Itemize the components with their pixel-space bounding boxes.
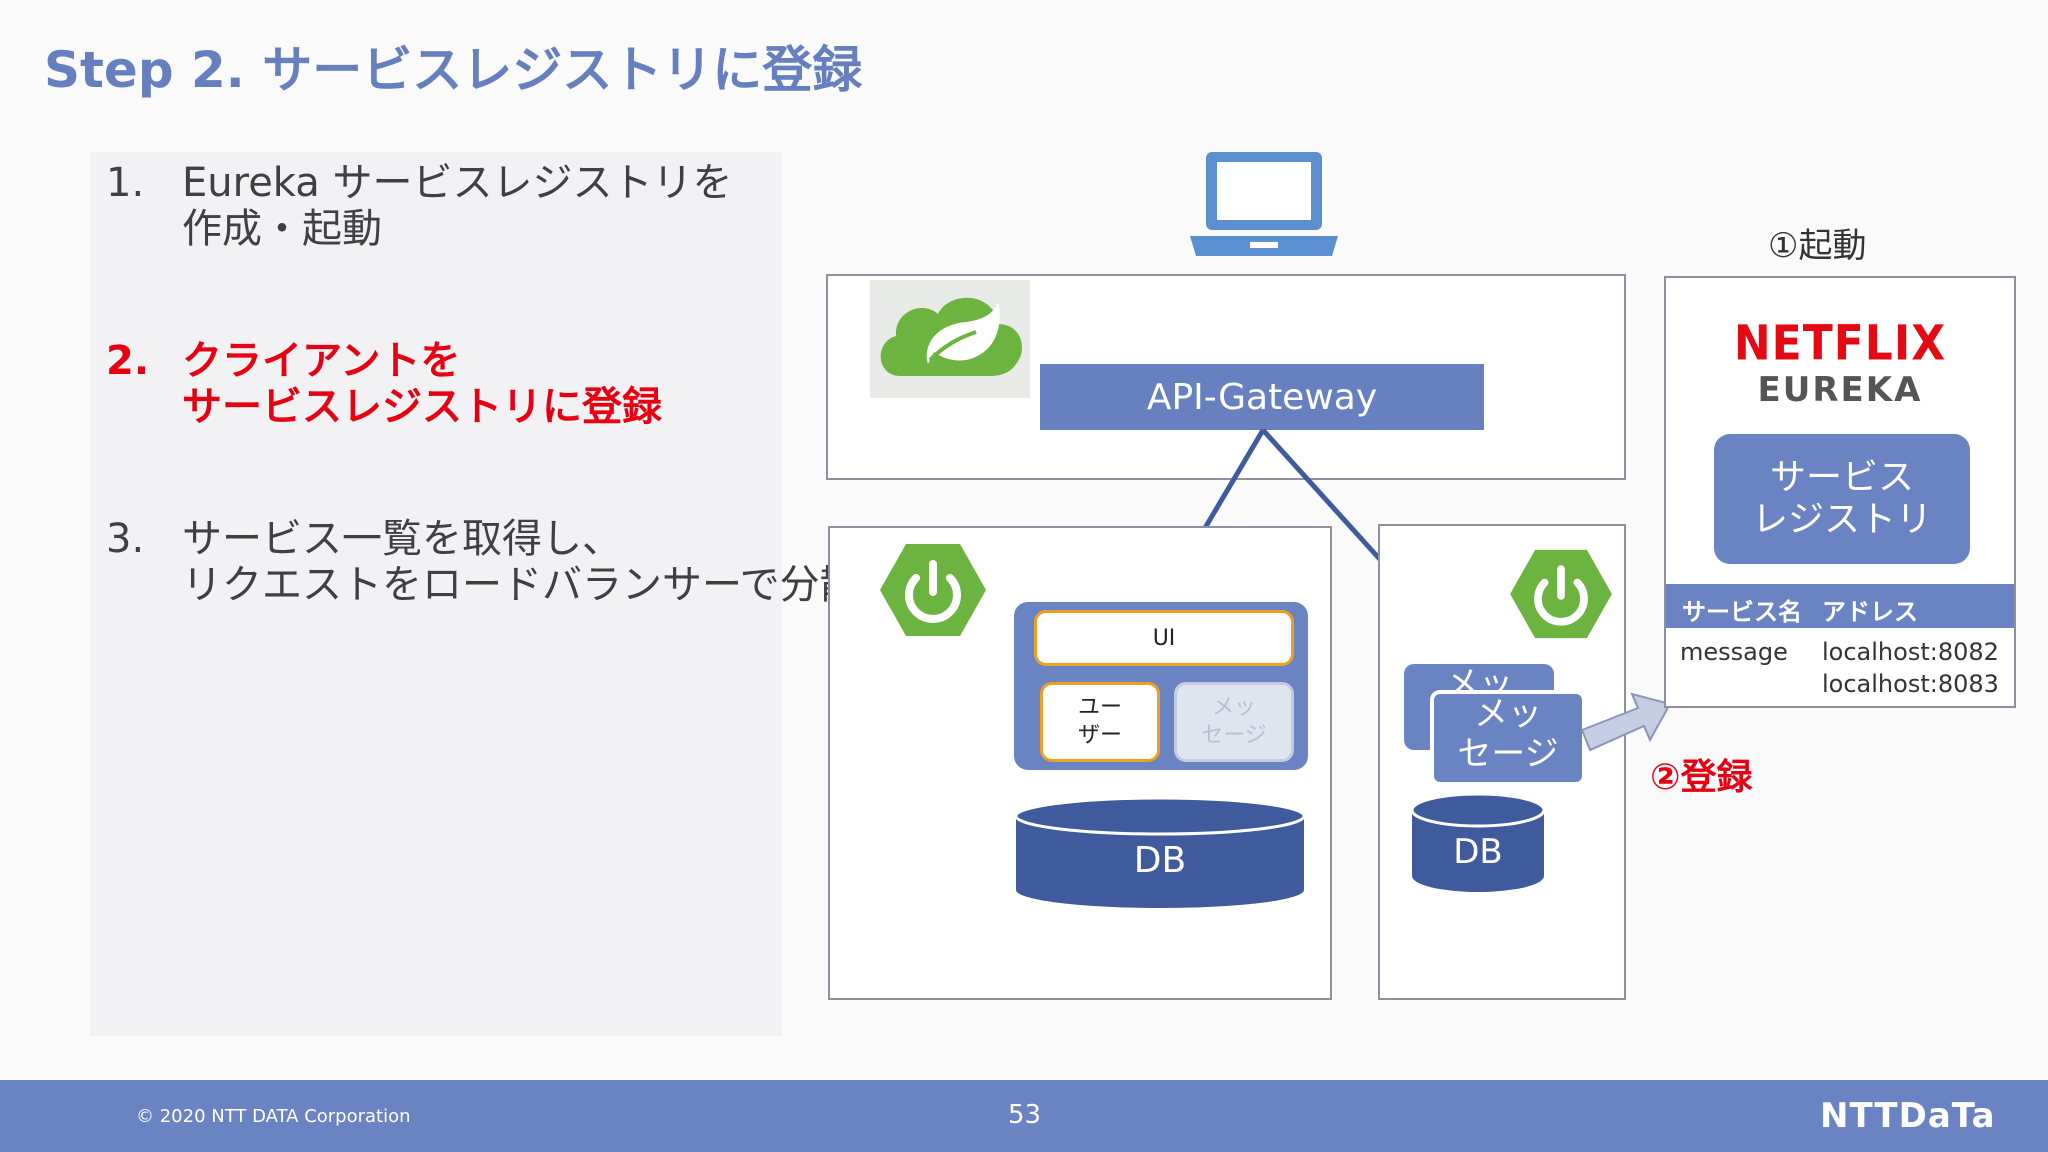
spring-cloud-icon — [870, 280, 1030, 398]
registry-service-cell: message — [1680, 638, 1788, 666]
message-front-line2: セージ — [1457, 734, 1559, 774]
service-registry-box: サービス レジストリ — [1714, 434, 1970, 564]
spring-boot-icon — [880, 544, 986, 636]
registry-address-2: localhost:8083 — [1822, 670, 1999, 698]
register-label: ②登録 — [1650, 757, 1753, 798]
step-3-number: 3. — [106, 516, 145, 562]
registry-table-header: サービス名 アドレス — [1666, 584, 2014, 628]
user-card: ユー ザー — [1040, 682, 1160, 762]
message-card-line1: メッ — [1211, 695, 1256, 720]
footer: © 2020 NTT DATA Corporation 53 NTTDaTa — [0, 1080, 2048, 1152]
message-front-line1: メッ — [1474, 694, 1542, 734]
laptop-icon — [1190, 152, 1338, 256]
db-label-left: DB — [1133, 840, 1187, 881]
register-arrow-icon — [1580, 692, 1672, 752]
registry-line1: サービス — [1769, 457, 1914, 498]
user-card-line1: ユー — [1077, 695, 1122, 720]
message-card-front: メッ セージ — [1430, 690, 1586, 786]
message-card-disabled: メッ セージ — [1174, 682, 1294, 762]
step-2-line2: サービスレジストリに登録 — [182, 384, 662, 430]
db-cylinder-right — [1410, 792, 1546, 892]
page-number: 53 — [1008, 1100, 1042, 1130]
step-3-line1: サービス一覧を取得し、 — [182, 516, 622, 562]
startup-label: ①起動 — [1768, 226, 1867, 266]
netflix-logo: NETFLIX — [1733, 315, 1947, 372]
user-card-line2: ザー — [1077, 723, 1122, 748]
step-1-line1: Eureka サービスレジストリを — [182, 160, 733, 206]
eureka-logo: EUREKA — [1757, 370, 1923, 410]
header-address: アドレス — [1822, 598, 1918, 626]
step-1-number: 1. — [106, 160, 145, 206]
steps-panel: 1. Eureka サービスレジストリを 作成・起動 2. クライアントを サー… — [90, 152, 860, 1036]
header-service-name: サービス名 — [1682, 598, 1802, 626]
registry-address-1: localhost:8082 — [1822, 638, 1999, 666]
step-1-line2: 作成・起動 — [182, 206, 382, 252]
ui-label: UI — [1034, 610, 1294, 666]
page-title: Step 2. サービスレジストリに登録 — [44, 41, 863, 99]
step-3-line2: リクエストをロードバランサーで分散 — [182, 562, 860, 608]
db-cylinder-left — [1014, 796, 1306, 908]
api-gateway-box: API-Gateway — [1040, 364, 1484, 430]
spring-boot-icon — [1510, 549, 1612, 639]
copyright: © 2020 NTT DATA Corporation — [136, 1106, 411, 1127]
ntt-data-logo: NTTDaTa — [1820, 1096, 1996, 1136]
registry-line2: レジストリ — [1751, 499, 1932, 540]
step-2-number: 2. — [106, 338, 150, 384]
message-card-line2: セージ — [1201, 723, 1267, 748]
step-2-line1: クライアントを — [182, 338, 461, 384]
db-label-right: DB — [1453, 832, 1503, 872]
